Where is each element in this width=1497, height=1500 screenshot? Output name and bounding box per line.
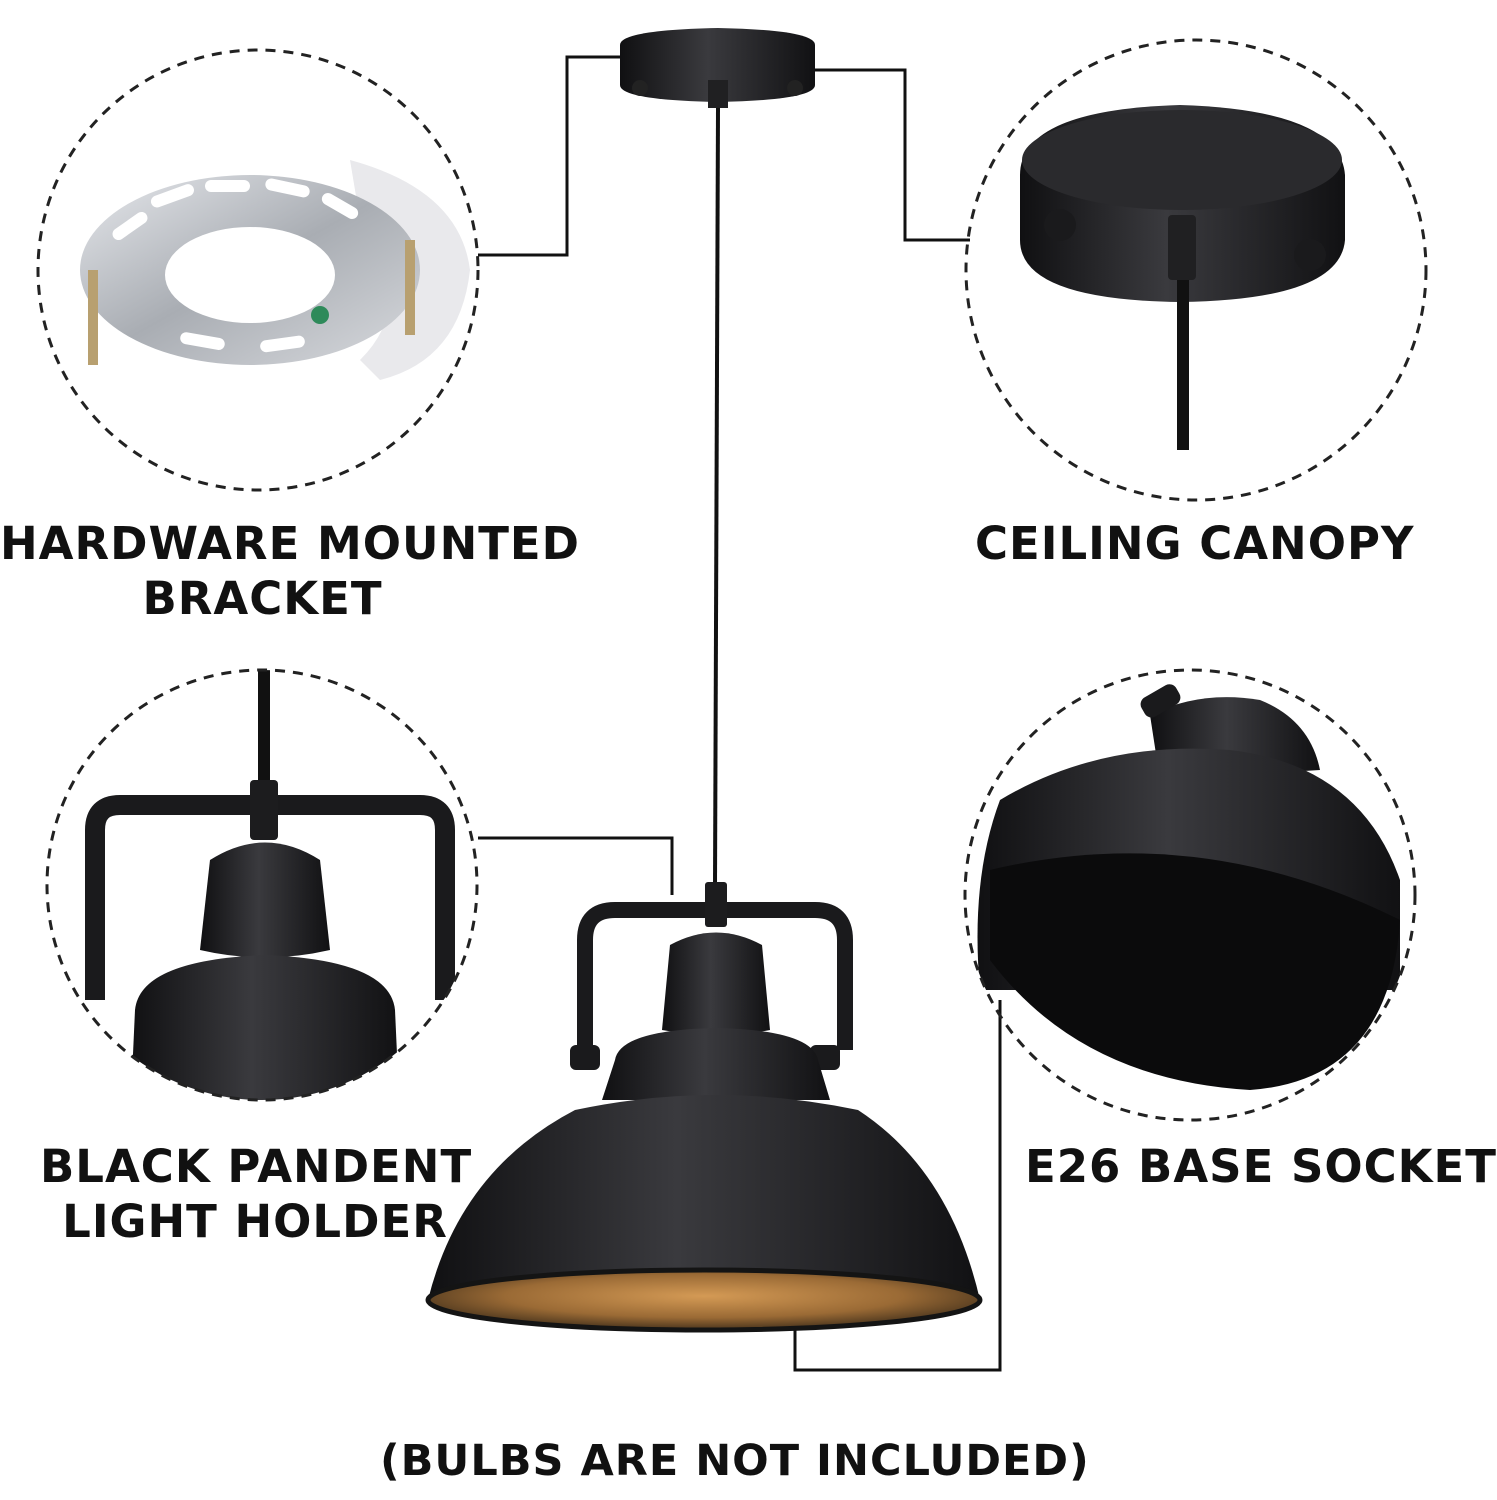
product-diagram [36, 28, 1428, 1372]
footer-note: (BULBS ARE NOT INCLUDED) [380, 1436, 1090, 1486]
canopy-top [620, 28, 815, 102]
bracket-detail-circle [36, 48, 480, 492]
label-black-pendant-light-holder: BLACK PANDENT LIGHT HOLDER [40, 1140, 473, 1248]
socket-detail-circle [963, 668, 1417, 1122]
light-holder-closeup [200, 842, 330, 958]
connector-bracket [478, 55, 620, 257]
label-e26-base-socket: E26 BASE SOCKET [1025, 1140, 1497, 1193]
label-hardware-mounted-bracket: HARDWARE MOUNTED BRACKET [0, 517, 581, 625]
holder-detail-circle [45, 668, 479, 1102]
shade-inner [428, 1272, 980, 1332]
lamp-shade [428, 1095, 980, 1300]
connector-holder [478, 836, 674, 895]
pendant-cord [713, 107, 720, 886]
canopy-detail-circle [964, 38, 1428, 502]
label-ceiling-canopy: CEILING CANOPY [975, 517, 1415, 570]
socket-housing [662, 932, 770, 1035]
connector-canopy [815, 68, 970, 242]
pendant-lamp [425, 28, 983, 1333]
